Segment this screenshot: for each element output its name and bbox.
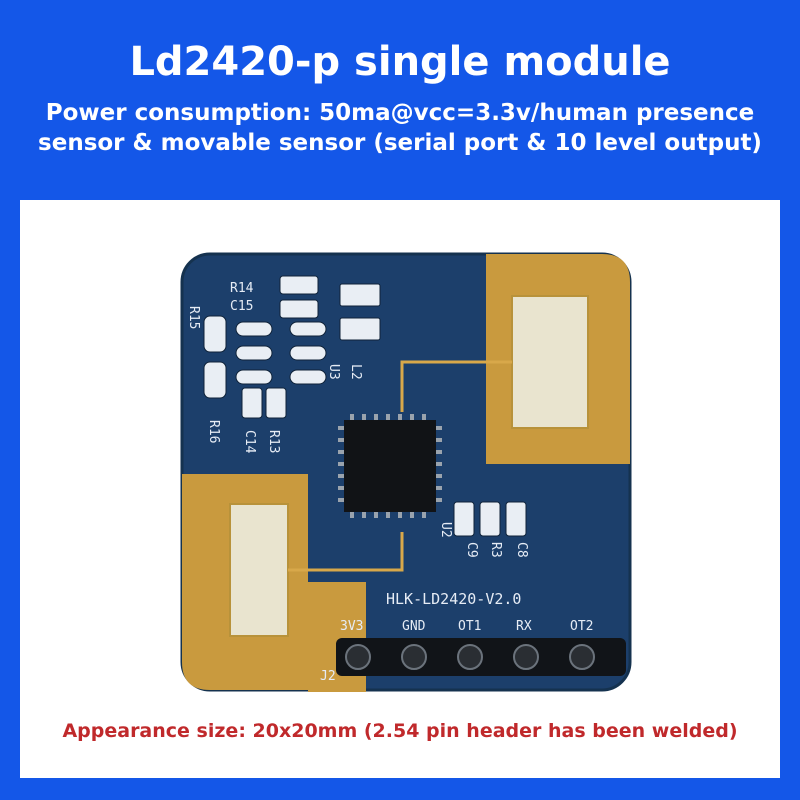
pin-header bbox=[336, 638, 626, 676]
label-l2: L2 bbox=[348, 364, 363, 380]
label-c15: C15 bbox=[230, 299, 253, 314]
label-r16: R16 bbox=[206, 420, 221, 443]
board-model-label: HLK-LD2420-V2.0 bbox=[386, 590, 521, 608]
page-title: Ld2420-p single module bbox=[129, 39, 671, 85]
product-photo-panel: R14 C15 R15 R16 R13 C14 L2 U3 U2 C9 R3 C… bbox=[20, 200, 780, 778]
size-caption: Appearance size: 20x20mm (2.54 pin heade… bbox=[62, 720, 738, 742]
pin-label-gnd: GND bbox=[402, 619, 426, 634]
page-subtitle: Power consumption: 50ma@vcc=3.3v/human p… bbox=[38, 100, 762, 156]
pin-label-rx: RX bbox=[516, 619, 532, 634]
label-r15: R15 bbox=[186, 306, 201, 329]
label-u2: U2 bbox=[438, 522, 453, 538]
connector-label-j2: J2 bbox=[320, 669, 336, 684]
pin-label-ot1: OT1 bbox=[458, 619, 481, 634]
pin-label-ot2: OT2 bbox=[570, 619, 593, 634]
label-u3: U3 bbox=[326, 364, 341, 380]
main-ic-chip bbox=[344, 420, 436, 512]
patch-bottom-left bbox=[229, 503, 289, 637]
patch-top-right bbox=[511, 295, 589, 429]
label-r3: R3 bbox=[488, 542, 503, 558]
label-c9: C9 bbox=[464, 542, 479, 558]
label-r13: R13 bbox=[266, 430, 281, 453]
label-c14: C14 bbox=[242, 430, 257, 454]
pin-label-3v3: 3V3 bbox=[340, 619, 363, 634]
label-c8: C8 bbox=[514, 542, 529, 558]
label-r14: R14 bbox=[230, 281, 254, 296]
pcb-module-image: R14 C15 R15 R16 R13 C14 L2 U3 U2 C9 R3 C… bbox=[180, 252, 632, 692]
